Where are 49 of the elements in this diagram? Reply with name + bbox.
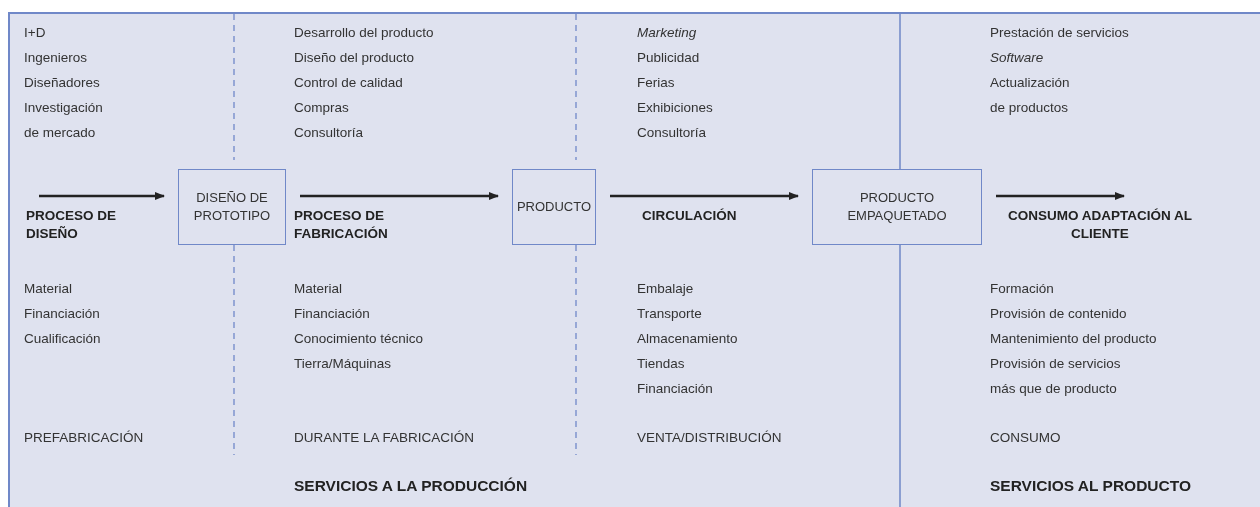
- list-item: Publicidad: [637, 50, 700, 65]
- list-item: Diseño del producto: [294, 50, 415, 65]
- list-item: I+D: [24, 25, 46, 40]
- stage-box: PRODUCTO EMPAQUETADO: [812, 169, 982, 245]
- list-item: Provisión de servicios: [990, 356, 1121, 371]
- list-item: Software: [990, 50, 1044, 65]
- list-item: Diseñadores: [24, 75, 100, 90]
- list-item: de mercado: [24, 125, 96, 140]
- list-item: Mantenimiento del producto: [990, 331, 1157, 346]
- list-item: Consultoría: [294, 125, 364, 140]
- list-item: Marketing: [637, 25, 697, 40]
- list-item: DURANTE LA FABRICACIÓN: [294, 430, 475, 445]
- list-item: Financiación: [294, 306, 370, 321]
- list-item: Ferias: [637, 75, 675, 90]
- stage-box: PRODUCTO: [512, 169, 596, 245]
- list-item: Financiación: [24, 306, 100, 321]
- arrow: [610, 192, 799, 200]
- list-item: Provisión de contenido: [990, 306, 1127, 321]
- list-item: Compras: [294, 100, 349, 115]
- section-title: SERVICIOS A LA PRODUCCIÓN: [294, 477, 528, 495]
- list-item: Formación: [990, 281, 1054, 296]
- list-item: Tiendas: [637, 356, 685, 371]
- list-item: Actualización: [990, 75, 1070, 90]
- arrow: [996, 192, 1125, 200]
- list-item: VENTA/DISTRIBUCIÓN: [637, 430, 782, 445]
- list-item: Control de calidad: [294, 75, 403, 90]
- arrow: [39, 192, 165, 200]
- arrow: [300, 192, 499, 200]
- list-item: Material: [24, 281, 72, 296]
- list-item: Exhibiciones: [637, 100, 713, 115]
- list-item: de productos: [990, 100, 1069, 115]
- list-item: más que de producto: [990, 381, 1117, 396]
- list-item: Transporte: [637, 306, 702, 321]
- list-item: Financiación: [637, 381, 713, 396]
- list-item: CONSUMO: [990, 430, 1061, 445]
- list-item: Desarrollo del producto: [294, 25, 434, 40]
- list-item: Conocimiento técnico: [294, 331, 424, 346]
- list-item: Prestación de servicios: [990, 25, 1129, 40]
- list-item: Investigación: [24, 100, 103, 115]
- list-item: Almacenamiento: [637, 331, 738, 346]
- list-item: Embalaje: [637, 281, 694, 296]
- list-item: Cualificación: [24, 331, 101, 346]
- list-item: Tierra/Máquinas: [294, 356, 392, 371]
- list-item: Consultoría: [637, 125, 707, 140]
- list-item: PREFABRICACIÓN: [24, 430, 144, 445]
- section-title: SERVICIOS AL PRODUCTO: [990, 477, 1191, 495]
- stage-box: DISEÑO DE PROTOTIPO: [178, 169, 286, 245]
- list-item: Ingenieros: [24, 50, 88, 65]
- list-item: Material: [294, 281, 342, 296]
